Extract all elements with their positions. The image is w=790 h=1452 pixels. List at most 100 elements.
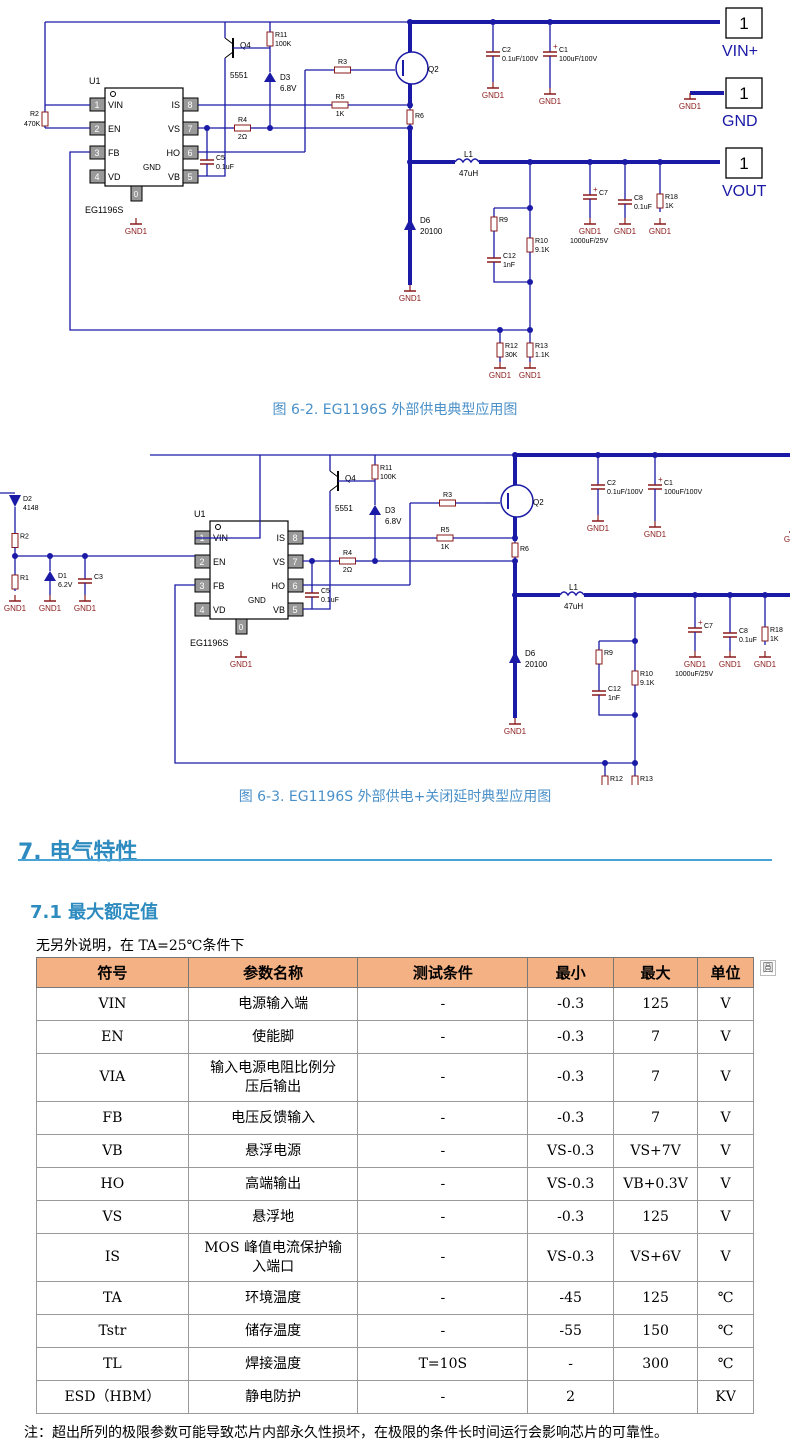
ic-pin-name: HO	[272, 581, 286, 591]
junction-dot	[595, 452, 601, 458]
ic-part: EG1196S	[85, 205, 123, 215]
ground-label: GND1	[679, 102, 702, 111]
column-header: 最大	[613, 957, 699, 988]
resistor-symbol	[334, 66, 351, 74]
ic-ref: U1	[89, 76, 101, 86]
table-cell: ℃	[697, 1281, 754, 1315]
part-label: C1	[559, 47, 568, 54]
part-label: 6.2V	[58, 582, 73, 589]
table-cell: V	[697, 1053, 754, 1102]
resistor-symbol	[595, 649, 603, 665]
part-label: R2	[30, 111, 39, 118]
junction-dot	[632, 760, 638, 766]
part-label: D1	[58, 573, 67, 580]
ic-pin1-mark	[110, 91, 116, 97]
table-cell	[613, 1380, 699, 1414]
ground-label: GND1	[4, 604, 27, 613]
table-cell: -	[357, 1380, 529, 1414]
part-label: 100K	[275, 41, 292, 48]
ic-pin	[130, 185, 143, 202]
resistor-symbol	[339, 557, 356, 565]
ground-label: GND1	[74, 604, 97, 613]
part-label: R11	[275, 32, 287, 39]
part-label: R5	[336, 94, 345, 101]
ic-pin-name: HO	[167, 148, 181, 158]
wire	[69, 151, 530, 331]
part-label: R12	[505, 343, 518, 350]
ic-pin-number: 8	[292, 533, 297, 543]
table-cell: 储存温度	[187, 1314, 359, 1348]
ground-label: GND1	[649, 227, 672, 236]
diode-symbol	[509, 651, 521, 663]
connector-pin: 1	[739, 14, 748, 33]
part-label: R18	[665, 194, 678, 201]
part-label: R3	[443, 492, 452, 499]
part-label: C8	[634, 195, 643, 202]
diode-symbol	[404, 218, 416, 230]
table-cell: 125	[613, 1281, 699, 1315]
polarity-mark: +	[698, 618, 703, 627]
table-cell: 使能脚	[187, 1020, 359, 1054]
ic-ref: U1	[194, 509, 206, 519]
part-label: R10	[535, 238, 548, 245]
resistor-symbol	[496, 342, 504, 358]
ground-label: GND1	[504, 727, 527, 736]
polarity-mark: +	[553, 42, 558, 51]
part-label: 5551	[335, 504, 353, 513]
table-cell: -	[357, 1233, 529, 1282]
ic-pin-number: 0	[134, 190, 139, 199]
part-label: C5	[216, 155, 225, 162]
table-cell: VB+0.3V	[613, 1167, 699, 1201]
table-cell: 电源输入端	[187, 987, 359, 1021]
zener-diode-symbol	[264, 72, 276, 82]
table-cell: 7	[613, 1020, 699, 1054]
part-label: C2	[607, 480, 616, 487]
ic-pin-name: GND	[248, 596, 266, 605]
connector-box	[725, 147, 763, 179]
part-label: C5	[321, 588, 330, 595]
part-label: Q4	[345, 474, 356, 483]
part-label: Q2	[428, 65, 439, 74]
resistor-symbol	[511, 542, 519, 558]
figure-caption: 图 6-2. EG1196S 外部供电典型应用图	[272, 402, 518, 418]
part-label: C2	[502, 47, 511, 54]
part-label: 1K	[770, 636, 779, 643]
ic-pin-name: VB	[273, 605, 285, 615]
connector-box	[725, 77, 763, 109]
subsection-heading: 7.1 最大额定值	[30, 902, 159, 923]
table-cell: V	[697, 1200, 754, 1234]
table-header-row: 符号参数名称测试条件最小最大单位	[36, 957, 754, 988]
resistor-symbol	[526, 237, 534, 253]
transistor-symbol	[329, 470, 339, 478]
table-cell: ESD（HBM）	[36, 1380, 189, 1414]
side-icon: 圓	[760, 960, 776, 976]
ic-pin-number: 5	[187, 172, 192, 182]
part-label: C1	[664, 480, 673, 487]
column-header: 测试条件	[357, 957, 529, 988]
table-cell: -	[357, 1101, 529, 1135]
resistor-symbol	[371, 464, 379, 480]
ground-label: GND1	[489, 371, 512, 380]
table-cell: -	[357, 1200, 529, 1234]
ground-label: GND1	[539, 97, 562, 106]
part-label: 47uH	[564, 602, 583, 611]
ic-pin-number: 3	[199, 581, 204, 591]
junction-dot	[632, 638, 638, 644]
ic-pin	[194, 554, 211, 569]
table-cell: VS-0.3	[527, 1134, 615, 1168]
ground-label: GND1	[579, 227, 602, 236]
table-cell: -	[357, 987, 529, 1021]
ic-pin-name: IS	[171, 100, 180, 110]
table-cell: -45	[527, 1281, 615, 1315]
part-label: 1000uF/25V	[570, 238, 608, 245]
table-cell: VS-0.3	[527, 1167, 615, 1201]
resistor-symbol	[234, 124, 251, 132]
ground-label: GND1	[684, 660, 707, 669]
resistor-symbol	[436, 534, 454, 542]
column-header: 符号	[36, 957, 189, 988]
ic-pin1-mark	[215, 524, 221, 530]
